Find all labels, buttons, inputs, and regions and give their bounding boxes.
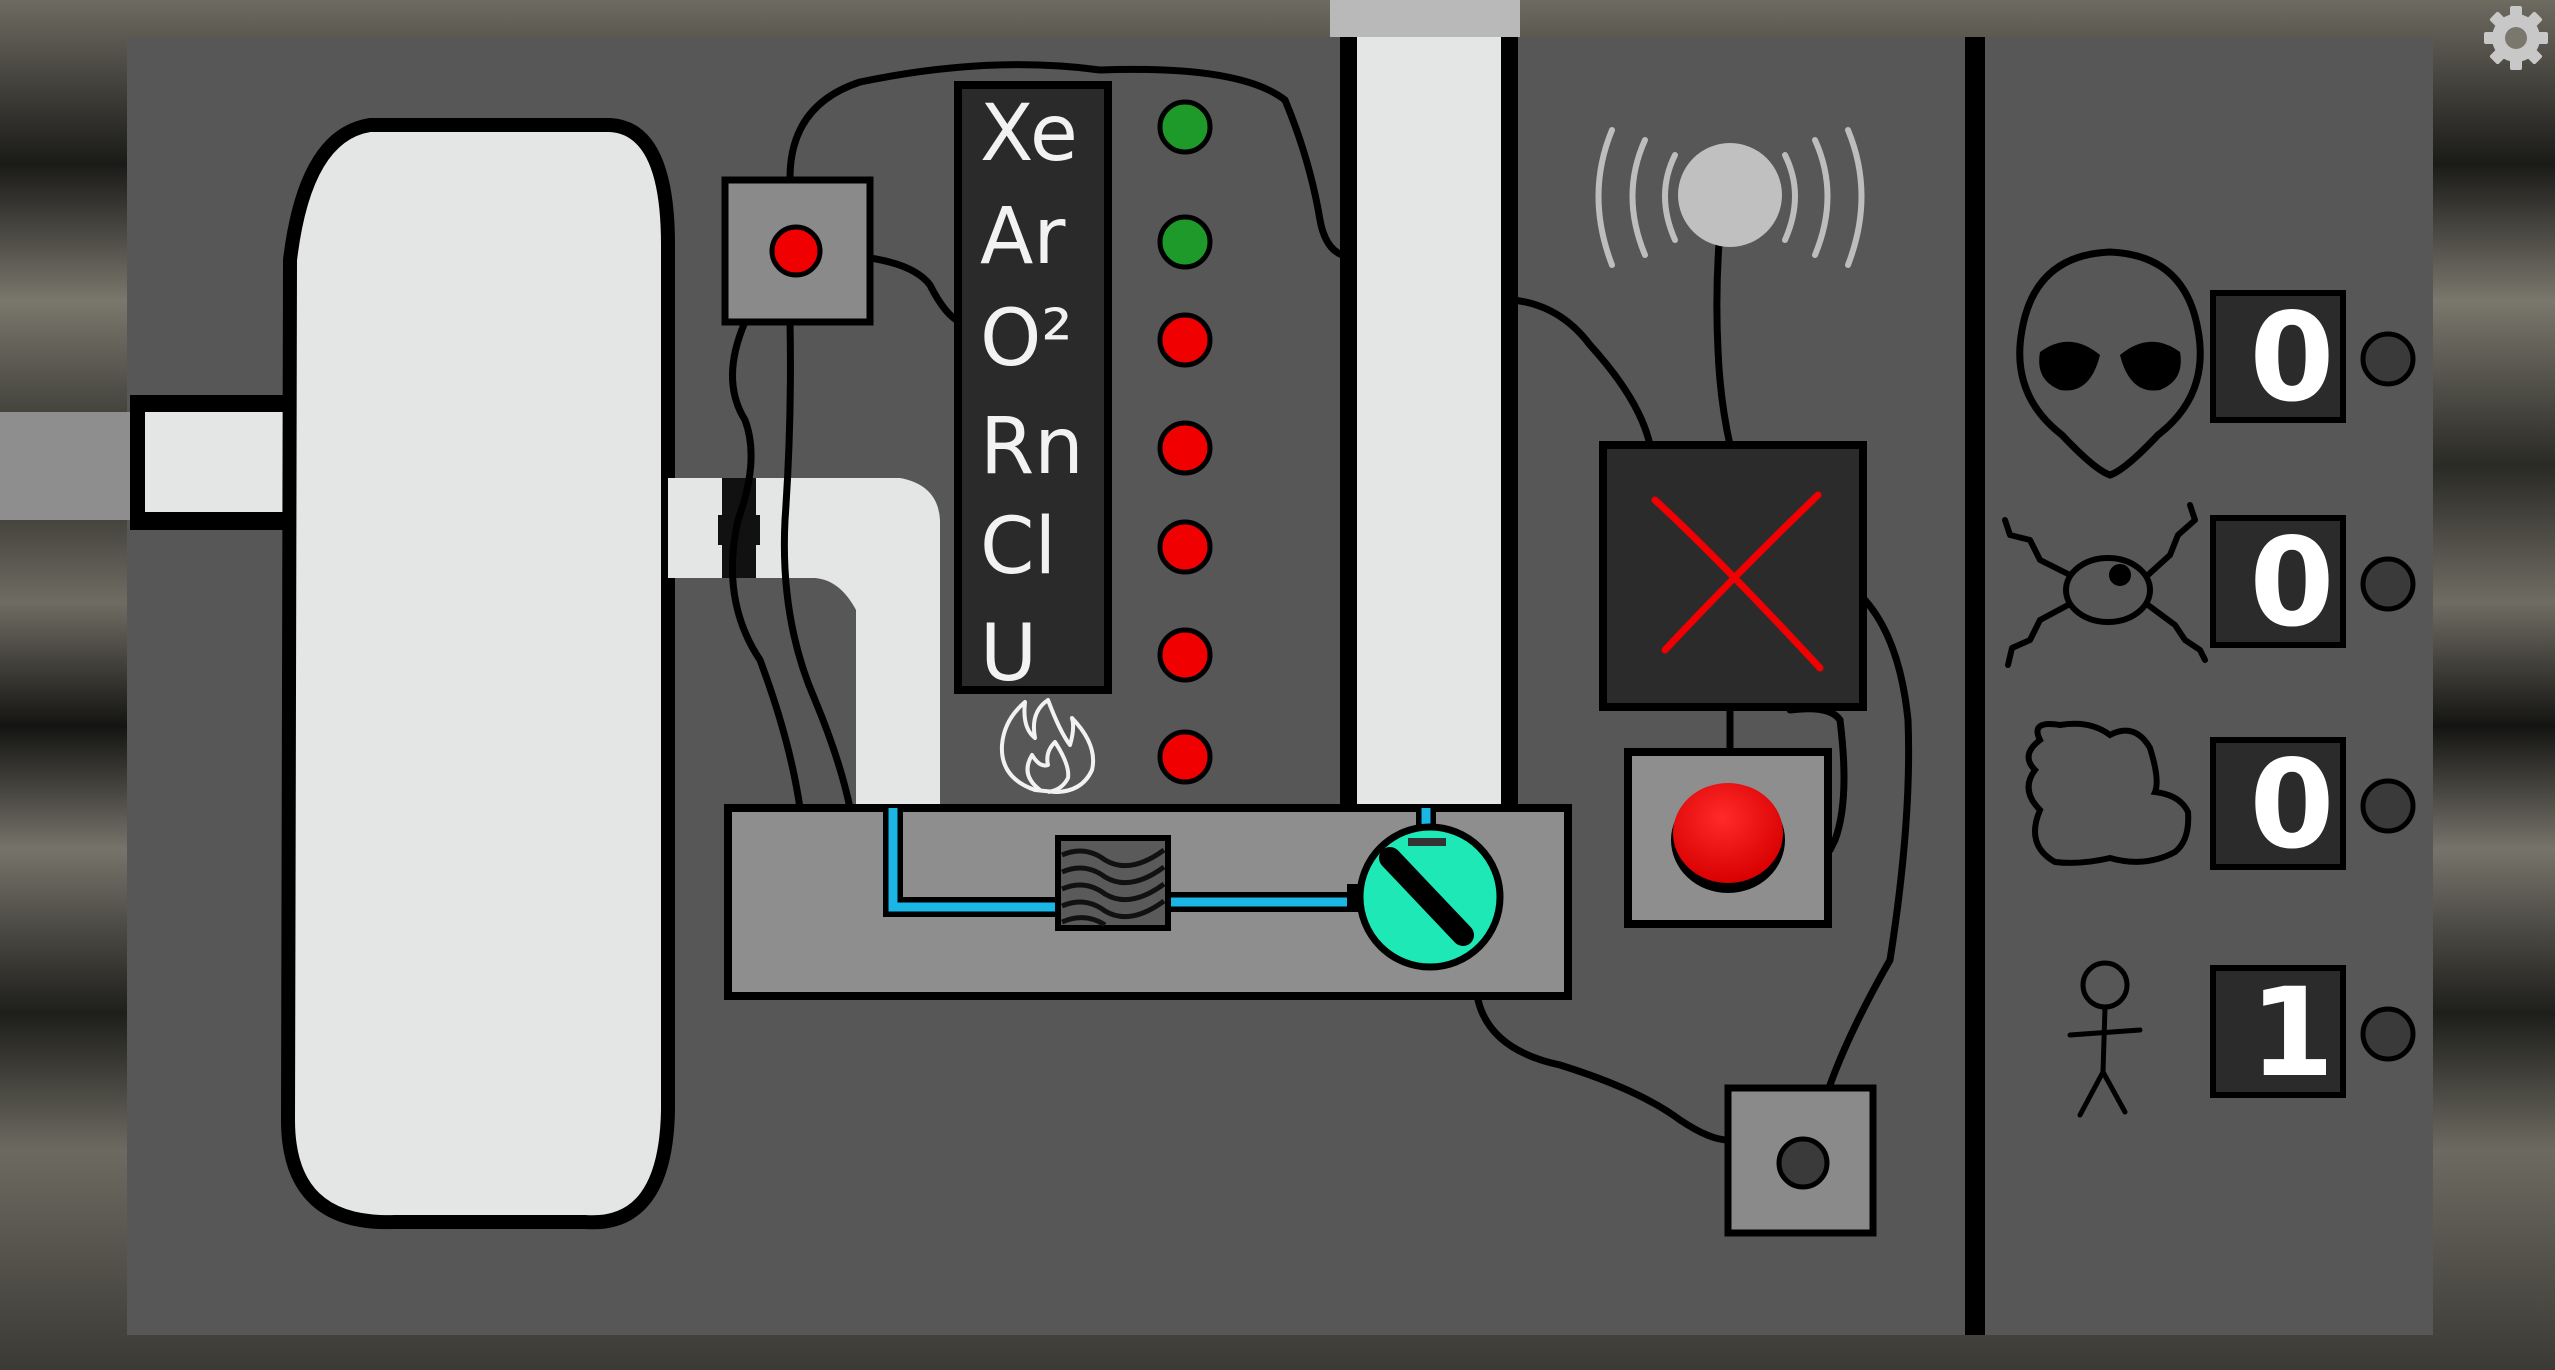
filter-block xyxy=(1055,835,1171,931)
control-box-top[interactable] xyxy=(721,176,874,326)
bug-creature-icon xyxy=(2002,502,2208,668)
element-status-light-2 xyxy=(1157,312,1213,368)
settings-gear-icon[interactable] xyxy=(2484,6,2548,70)
top-slot xyxy=(1330,0,1520,37)
counter-value-1: 0 xyxy=(2250,512,2335,654)
counter-value-2: 0 xyxy=(2250,734,2335,876)
element-status-light-0 xyxy=(1157,99,1213,155)
element-status-light-1 xyxy=(1157,214,1213,270)
element-label-3: Rn xyxy=(980,402,1084,492)
element-label-4: Cl xyxy=(980,502,1056,592)
counter-display-3 xyxy=(2210,965,2346,1098)
failure-indicator-box xyxy=(1599,441,1867,711)
storage-tank xyxy=(280,118,675,1230)
counter-value-0: 0 xyxy=(2250,287,2335,429)
counter-3: 1 xyxy=(2210,962,2416,1104)
counter-value-3: 1 xyxy=(2250,962,2335,1104)
element-status-light-5 xyxy=(1157,627,1213,683)
element-label-1: Ar xyxy=(980,192,1066,282)
counter-display-1 xyxy=(2210,515,2346,648)
counter-light-3 xyxy=(2360,1006,2416,1062)
inlet-pipe xyxy=(0,395,300,530)
counter-display-0 xyxy=(2210,290,2346,423)
right-divider xyxy=(1965,37,1985,1335)
wiring xyxy=(728,61,1913,1144)
blob-creature-icon xyxy=(2025,720,2192,866)
counter-light-0 xyxy=(2360,331,2416,387)
alarm-speaker-icon xyxy=(1595,127,1865,268)
element-label-2: O² xyxy=(980,294,1073,384)
element-label-5: U xyxy=(980,609,1037,699)
red-x-icon xyxy=(1651,491,1824,672)
counter-1: 0 xyxy=(2210,512,2416,654)
counter-light-1 xyxy=(2360,556,2416,612)
counter-2: 0 xyxy=(2210,734,2416,876)
big-red-button[interactable] xyxy=(1624,748,1832,928)
element-label-0: Xe xyxy=(980,89,1078,179)
valve-wheel[interactable] xyxy=(1347,823,1504,971)
vertical-pipe xyxy=(1340,37,1518,807)
counter-light-2 xyxy=(2360,778,2416,834)
fire-status-light xyxy=(1157,729,1213,785)
control-box-bottom-light xyxy=(1776,1136,1830,1190)
counter-0: 0 xyxy=(2210,287,2416,429)
control-box-bottom[interactable] xyxy=(1724,1084,1877,1237)
element-status-light-4 xyxy=(1157,519,1213,575)
element-label-board xyxy=(954,81,1112,694)
element-status-light-3 xyxy=(1157,420,1213,476)
alien-head-icon xyxy=(2016,248,2204,479)
stick-figure-icon xyxy=(2067,960,2143,1118)
counter-display-2 xyxy=(2210,737,2346,870)
flame-icon xyxy=(999,698,1095,794)
control-box-light xyxy=(769,224,823,278)
